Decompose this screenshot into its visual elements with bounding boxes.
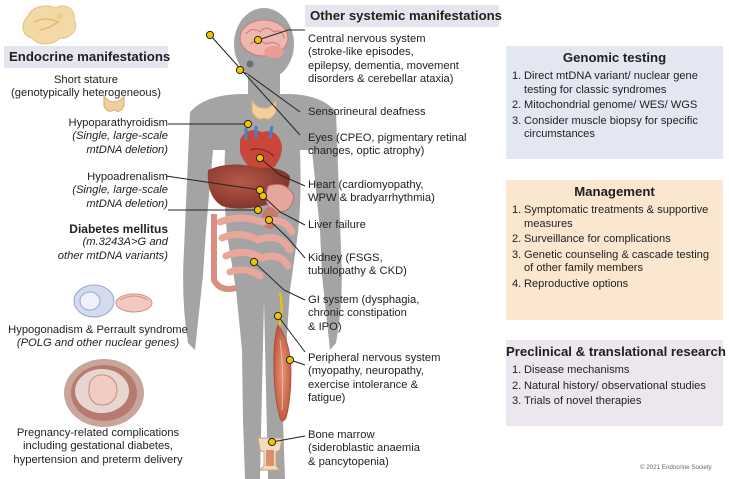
intestine-icon bbox=[216, 214, 296, 280]
ovary-icon bbox=[73, 284, 115, 318]
pns-label: Peripheral nervous system (myopathy, neu… bbox=[308, 352, 441, 405]
testis-icon bbox=[115, 293, 153, 313]
preclinical-research-title: Preclinical & translational research bbox=[506, 344, 726, 359]
liver-label: Liver failure bbox=[308, 219, 366, 231]
list-item: 3.Trials of novel therapies bbox=[512, 395, 642, 408]
diabetes-label: Diabetes mellitus (m.3243A>G and other m… bbox=[57, 222, 168, 262]
placenta-icon bbox=[22, 5, 77, 45]
list-item: 3.Genetic counseling & cascade testing o… bbox=[512, 248, 710, 275]
bone-marrow-label: Bone marrow (sideroblastic anaemia & pan… bbox=[308, 429, 420, 468]
colon-icon bbox=[211, 214, 237, 292]
hypoparathyroidism-label: Hypoparathyroidism (Single, large-scale … bbox=[68, 117, 169, 156]
pregnancy-label: Pregnancy-related complications includin… bbox=[13, 427, 183, 466]
genomic-testing-title: Genomic testing bbox=[562, 50, 667, 65]
preclinical-research-panel: Preclinical & translational research 1.D… bbox=[506, 340, 726, 426]
thyroid-icon bbox=[251, 99, 277, 120]
deafness-label: Sensorineural deafness bbox=[308, 106, 426, 118]
fetus-icon bbox=[64, 359, 144, 427]
cns-label: Central nervous system (stroke-like epis… bbox=[308, 33, 459, 86]
management-panel: Management 1.Symptomatic treatments & su… bbox=[506, 180, 723, 320]
thyroid-small-icon bbox=[103, 94, 125, 112]
list-item: 2.Mitochondrial genome/ WES/ WGS bbox=[512, 99, 698, 112]
eyes-label: Eyes (CPEO, pigmentary retinal changes, … bbox=[308, 132, 467, 158]
gi-label: GI system (dysphagia, chronic constipati… bbox=[308, 294, 420, 333]
systemic-header: Other systemic manifestations bbox=[305, 5, 502, 27]
list-item: 2.Surveillance for complications bbox=[512, 233, 671, 246]
genomic-testing-panel: Genomic testing 1.Direct mtDNA variant/ … bbox=[506, 46, 723, 159]
bone-icon bbox=[257, 437, 283, 471]
copyright-notice: © 2021 Endocrine Society bbox=[640, 464, 712, 471]
list-item: 3.Consider muscle biopsy for specific ci… bbox=[512, 114, 698, 141]
list-item: 4.Reproductive options bbox=[512, 277, 629, 290]
endocrine-header: Endocrine manifestations bbox=[4, 46, 170, 68]
eye-icon bbox=[246, 60, 254, 68]
short-stature-label: Short stature (genotypically heterogeneo… bbox=[11, 74, 161, 100]
hypoadrenalism-label: Hypoadrenalism (Single, large-scale mtDN… bbox=[72, 171, 168, 210]
list-item: 1.Disease mechanisms bbox=[512, 364, 630, 376]
list-item: 2.Natural history/ observational studies bbox=[512, 379, 706, 392]
kidney-label: Kidney (FSGS, tubulopathy & CKD) bbox=[308, 252, 407, 278]
list-item: 1.Direct mtDNA variant/ nuclear gene tes… bbox=[512, 70, 698, 96]
management-title: Management bbox=[574, 184, 655, 199]
hypogonadism-label: Hypogonadism & Perrault syndrome (POLG a… bbox=[8, 324, 188, 350]
list-item: 1.Symptomatic treatments & supportive me… bbox=[512, 204, 709, 230]
heart-label: Heart (cardiomyopathy, WPW & bradyarrhyt… bbox=[308, 179, 435, 205]
heart-icon bbox=[240, 125, 282, 176]
organ-markers bbox=[205, 30, 295, 447]
